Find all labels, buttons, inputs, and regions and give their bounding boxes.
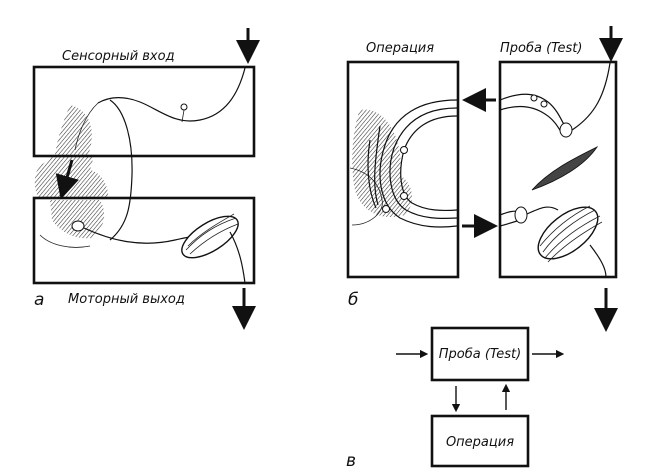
panel-c-letter: в — [346, 451, 356, 469]
operation-label: Операция — [366, 41, 434, 56]
operation-block-label: Операция — [446, 435, 514, 450]
panel-a: Сенсорный вход Моторный выход а — [32, 28, 260, 330]
effector-muscle-icon — [537, 206, 599, 260]
operation-hatch — [352, 109, 412, 218]
motor-neuron-icon — [71, 220, 85, 232]
receptor-icon — [180, 103, 188, 111]
panel-b-letter: б — [348, 290, 358, 310]
panel-c: в Проба (Test) Операция — [346, 326, 565, 469]
motor-junction-icon — [514, 206, 528, 224]
muscle-icon — [181, 215, 239, 259]
test-label: Проба (Test) — [500, 41, 582, 56]
panel-a-letter: а — [34, 290, 44, 310]
motor-output-label: Моторный выход — [68, 292, 185, 307]
test-block-label: Проба (Test) — [439, 347, 521, 362]
reflex-arc — [109, 99, 133, 241]
sensory-input-label: Сенсорный вход — [62, 49, 175, 64]
receptor-junction-icon — [559, 122, 573, 138]
sensory-nerve — [97, 67, 246, 122]
operation-block — [430, 414, 530, 468]
test-block — [430, 326, 530, 382]
spindle-icon — [531, 145, 599, 191]
interneuron-arrow-icon — [55, 159, 79, 200]
panel-b: Операция Проба (Test) б — [346, 26, 623, 332]
